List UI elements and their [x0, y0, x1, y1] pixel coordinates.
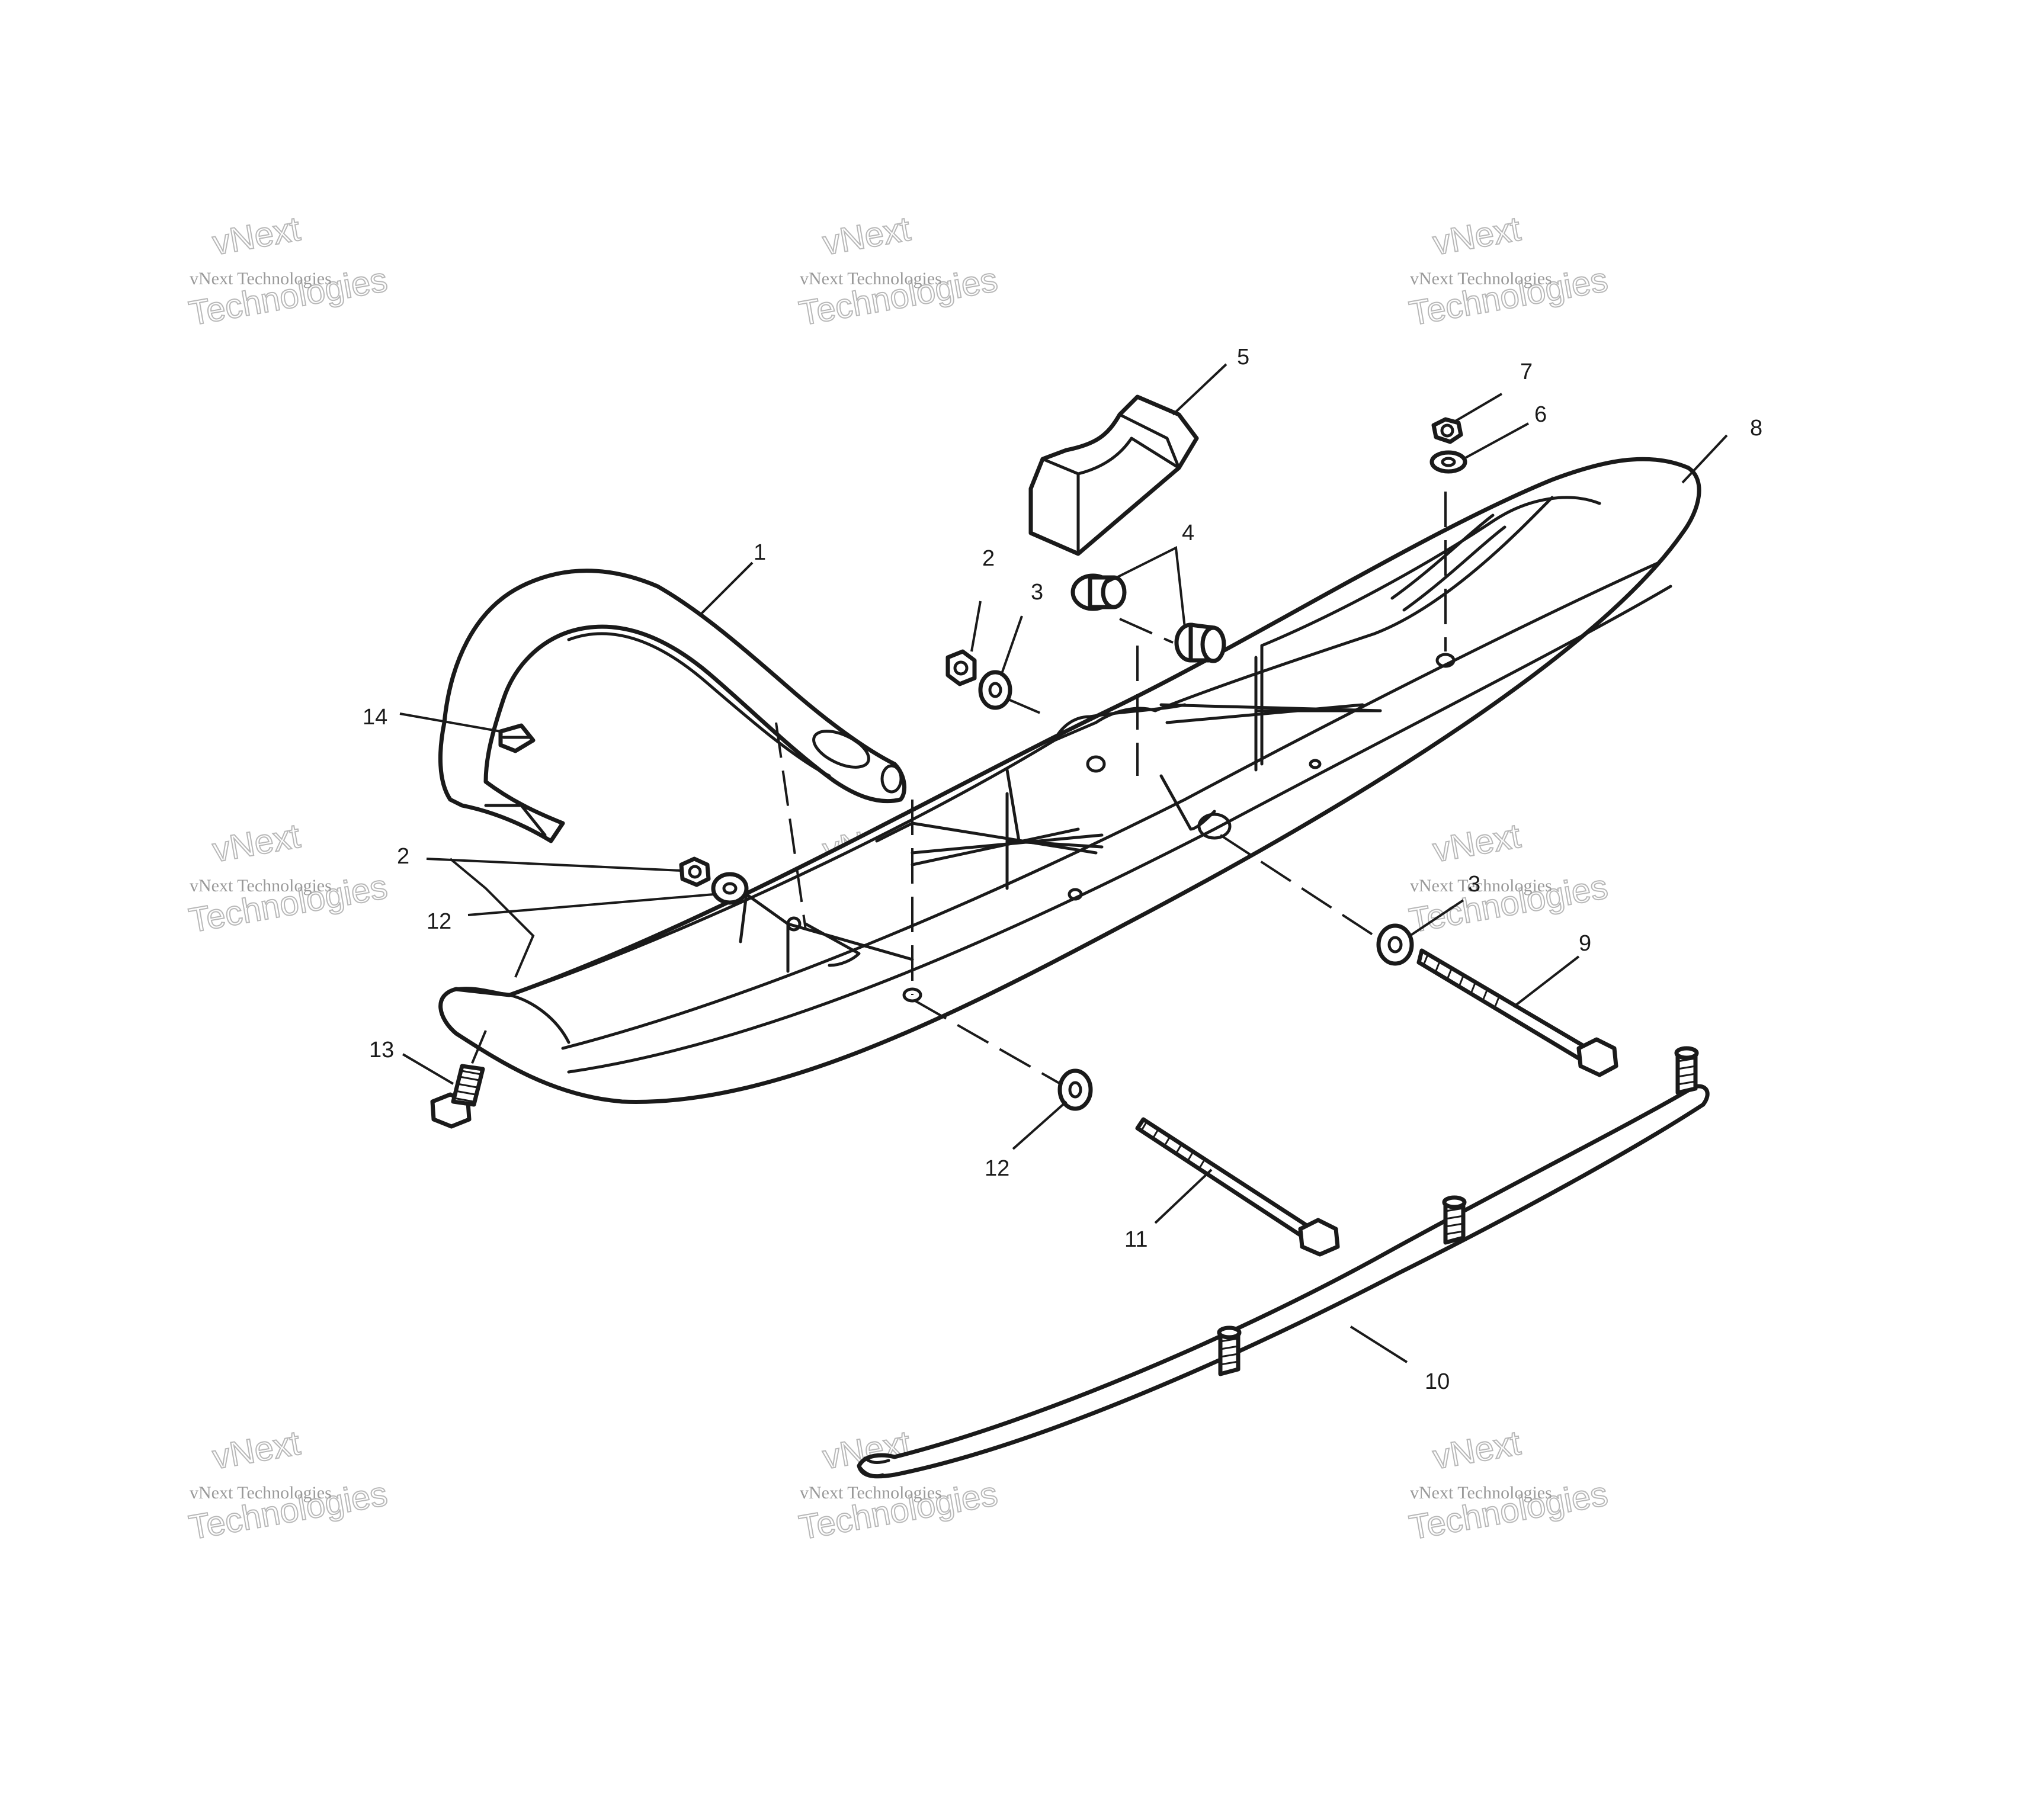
callout-5: 5 — [1237, 345, 1249, 370]
svg-text:vNext Technologies: vNext Technologies — [190, 1483, 332, 1503]
svg-text:vNext Technologies: vNext Technologies — [190, 876, 332, 895]
callout-6: 6 — [1534, 402, 1547, 427]
handle-foot — [484, 804, 565, 837]
svg-text:vNext Technologies: vNext Technologies — [1410, 269, 1552, 288]
svg-text:vNext: vNext — [820, 210, 913, 263]
watermark-bottom-right: vNext Technologies vNext Technologies — [1406, 1423, 1611, 1548]
svg-text:vNext: vNext — [210, 210, 303, 263]
wear-bar-stud-mid — [1442, 1195, 1467, 1245]
watermark-bottom-center: vNext Technologies vNext Technologies — [796, 1423, 1001, 1548]
washer-upper — [978, 670, 1012, 710]
callout-3-upper: 3 — [1031, 580, 1043, 605]
ski-hole-side — [1309, 759, 1322, 769]
nut-upper — [945, 649, 977, 686]
wear-bar-stud-front — [1217, 1325, 1242, 1376]
washer-spindle — [1376, 923, 1414, 966]
handle-outline — [438, 569, 907, 843]
assembly-lines — [470, 492, 1447, 1085]
watermark-bottom-left: vNext Technologies vNext Technologies — [185, 1423, 391, 1548]
spindle-bolt — [1416, 948, 1618, 1077]
wear-bar — [857, 1046, 1710, 1479]
nut-tail — [1431, 417, 1463, 444]
svg-text:vNext: vNext — [210, 817, 303, 870]
callout-2-upper: 2 — [982, 546, 995, 571]
callout-1: 1 — [754, 540, 766, 565]
washer-tail — [1429, 450, 1467, 474]
callout-11: 11 — [1124, 1227, 1147, 1252]
handle-end-bore — [880, 764, 903, 794]
front-bolt — [430, 1064, 485, 1129]
ski-loop-handle — [438, 569, 907, 843]
svg-text:vNext: vNext — [1430, 1424, 1523, 1477]
ski-hole-tail — [1435, 653, 1456, 668]
pad-body — [1028, 394, 1199, 556]
callout-2-front: 2 — [397, 844, 409, 869]
svg-text:vNext Technologies: vNext Technologies — [1410, 876, 1552, 895]
watermark-top-right: vNext Technologies vNext Technologies — [1406, 209, 1611, 334]
watermark-top-left: vNext Technologies vNext Technologies — [185, 209, 391, 334]
ski-hole-mid — [1068, 888, 1083, 901]
callout-4: 4 — [1182, 521, 1194, 545]
svg-text:vNext Technologies: vNext Technologies — [1410, 1483, 1552, 1503]
callout-10: 10 — [1425, 1369, 1450, 1394]
ski-lower-edge — [567, 585, 1672, 1074]
ski-hole-top — [1086, 755, 1106, 773]
ski-hole-front-2 — [786, 916, 802, 932]
svg-text:vNext: vNext — [1430, 210, 1523, 263]
nut-front — [679, 856, 711, 887]
ski-brace-front — [875, 792, 1104, 890]
handle-slot — [812, 730, 870, 769]
pad-front-face — [1118, 413, 1181, 470]
leader-lines — [399, 363, 1728, 1363]
bushing-top — [1070, 573, 1127, 611]
svg-text:vNext: vNext — [1430, 817, 1523, 870]
watermark-mid-left: vNext Technologies vNext Technologies — [185, 816, 391, 941]
svg-text:vNext Technologies: vNext Technologies — [800, 1483, 942, 1503]
ski-hole-front — [902, 987, 922, 1003]
callout-12-rear: 12 — [985, 1156, 1009, 1181]
callout-8: 8 — [1750, 416, 1762, 441]
rear-bolt — [1135, 1117, 1340, 1257]
callout-3-spindle: 3 — [1468, 872, 1480, 897]
svg-text:vNext Technologies: vNext Technologies — [190, 269, 332, 288]
ski-tail-groove — [1390, 513, 1506, 612]
svg-text:vNext Technologies: vNext Technologies — [800, 269, 942, 288]
ski-inner-edge — [561, 561, 1661, 1050]
watermark-top-center: vNext Technologies vNext Technologies — [796, 209, 1001, 334]
callout-13: 13 — [369, 1038, 394, 1063]
callout-numbers: 1 2 3 4 5 6 7 8 9 10 11 12 12 13 14 2 3 — [363, 345, 1762, 1394]
saddle-pad — [1028, 394, 1199, 556]
callout-14: 14 — [363, 705, 387, 730]
bushing-lower — [1174, 622, 1226, 663]
clip — [498, 723, 536, 753]
washer-front — [711, 872, 749, 905]
callout-7: 7 — [1520, 359, 1533, 384]
handle-inner-line — [567, 632, 831, 778]
ski-hole-spindle — [1197, 813, 1232, 840]
watermark-mid-right: vNext Technologies vNext Technologies — [1406, 816, 1611, 941]
wear-bar-stud-rear — [1674, 1046, 1699, 1095]
wear-bar-body — [857, 1084, 1710, 1479]
ski-brace-rear — [1159, 644, 1382, 772]
ski-body — [438, 457, 1701, 1104]
callout-9: 9 — [1579, 931, 1591, 956]
washer-rear — [1057, 1068, 1093, 1111]
callout-12-front: 12 — [427, 909, 451, 934]
ski-tip — [454, 987, 570, 1044]
svg-text:vNext: vNext — [210, 1424, 303, 1477]
ski-outline — [438, 457, 1701, 1104]
pad-top-edge — [1029, 436, 1181, 556]
